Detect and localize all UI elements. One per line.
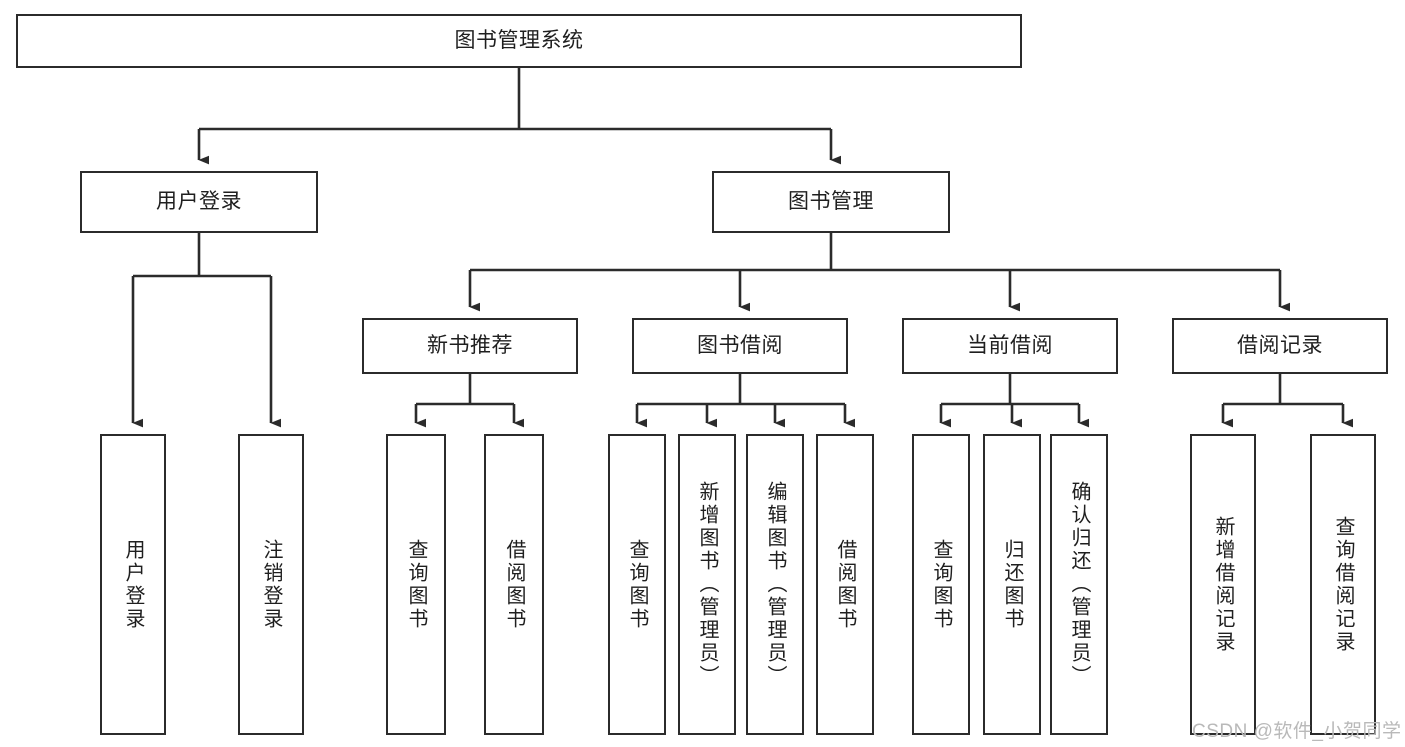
leaf-logout[interactable]: 注销登录 [238, 434, 304, 735]
node-label: 图书管理系统 [454, 29, 584, 53]
node-current-borrow[interactable]: 当前借阅 [902, 318, 1118, 374]
leaf-nbr-borrow-book[interactable]: 借阅图书 [484, 434, 544, 735]
node-label: 查询图书 [626, 538, 648, 631]
node-label: 用户登录 [156, 190, 242, 214]
node-label: 借阅图书 [834, 538, 856, 631]
node-root[interactable]: 图书管理系统 [16, 14, 1022, 68]
node-user-login[interactable]: 用户登录 [80, 171, 318, 233]
node-book-management[interactable]: 图书管理 [712, 171, 950, 233]
node-label: 新增借阅记录 [1212, 515, 1234, 654]
node-label: 查询图书 [405, 538, 427, 631]
leaf-cb-query-book[interactable]: 查询图书 [912, 434, 970, 735]
node-label: 当前借阅 [967, 334, 1053, 358]
leaf-bb-query-book[interactable]: 查询图书 [608, 434, 666, 735]
node-label: 注销登录 [260, 538, 282, 631]
node-label: 新增图书（管理员） [696, 481, 718, 688]
node-label: 借阅记录 [1237, 334, 1323, 358]
leaf-cb-confirm-return-admin[interactable]: 确认归还（管理员） [1050, 434, 1108, 735]
leaf-bb-borrow-book[interactable]: 借阅图书 [816, 434, 874, 735]
node-new-book-recommend[interactable]: 新书推荐 [362, 318, 578, 374]
node-label: 图书借阅 [697, 334, 783, 358]
node-label: 确认归还（管理员） [1068, 481, 1090, 688]
leaf-nbr-query-book[interactable]: 查询图书 [386, 434, 446, 735]
node-label: 用户登录 [122, 538, 144, 631]
leaf-bb-edit-book-admin[interactable]: 编辑图书（管理员） [746, 434, 804, 735]
node-book-borrow[interactable]: 图书借阅 [632, 318, 848, 374]
leaf-bb-add-book-admin[interactable]: 新增图书（管理员） [678, 434, 736, 735]
node-label: 编辑图书（管理员） [764, 481, 786, 688]
leaf-br-add-record[interactable]: 新增借阅记录 [1190, 434, 1256, 735]
leaf-br-query-record[interactable]: 查询借阅记录 [1310, 434, 1376, 735]
leaf-cb-return-book[interactable]: 归还图书 [983, 434, 1041, 735]
csdn-watermark: CSDN @软件_小贺同学 [1192, 721, 1402, 742]
node-label: 新书推荐 [427, 334, 513, 358]
node-borrow-record[interactable]: 借阅记录 [1172, 318, 1388, 374]
node-label: 图书管理 [788, 190, 874, 214]
node-label: 查询借阅记录 [1332, 515, 1354, 654]
node-label: 查询图书 [930, 538, 952, 631]
node-label: 借阅图书 [503, 538, 525, 631]
leaf-user-login[interactable]: 用户登录 [100, 434, 166, 735]
node-label: 归还图书 [1001, 538, 1023, 631]
